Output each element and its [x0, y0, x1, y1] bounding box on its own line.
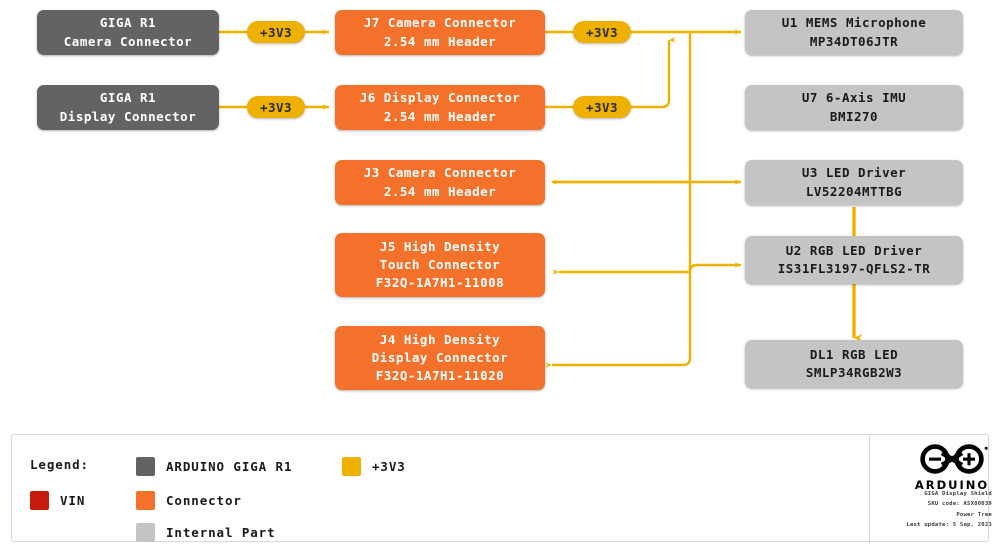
- node-giga-r1-display-connector[interactable]: GIGA R1 Display Connector: [37, 85, 219, 130]
- node-line-2: BMI270: [829, 108, 879, 124]
- rail-pill-3v3-j7-out: +3V3: [573, 21, 631, 43]
- node-j7-camera-connector[interactable]: J7 Camera Connector 2.54 mm Header: [335, 10, 545, 55]
- node-u1-mems-microphone[interactable]: U1 MEMS Microphone MP34DT06JTR: [745, 10, 963, 55]
- node-j6-display-connector[interactable]: J6 Display Connector 2.54 mm Header: [335, 85, 545, 130]
- arduino-logo: ARDUINO: [914, 443, 990, 492]
- node-line-2: Display Connector: [59, 108, 197, 124]
- rail-pill-label: +3V3: [259, 24, 293, 40]
- arduino-infinity-icon: [920, 444, 988, 474]
- node-line-1: GIGA R1: [99, 15, 157, 31]
- legend-label: +3V3: [372, 459, 406, 474]
- meta-document-type: Power Tree: [956, 511, 992, 518]
- meta-sku-code: SKU code: ASX00039: [927, 501, 992, 508]
- node-line-2: LV52204MTTBG: [805, 183, 903, 199]
- node-u7-6-axis-imu[interactable]: U7 6-Axis IMU BMI270: [745, 85, 963, 130]
- node-line-2: Display Connector: [371, 349, 509, 365]
- node-line-2: 2.54 mm Header: [383, 33, 497, 49]
- node-line-2: Camera Connector: [63, 33, 193, 49]
- legend-title: Legend:: [30, 457, 89, 472]
- node-line-2: Touch Connector: [379, 256, 501, 272]
- rail-pill-label: +3V3: [259, 99, 293, 115]
- node-line-1: U3 LED Driver: [801, 165, 907, 181]
- node-line-3: F32Q-1A7H1-11020: [375, 368, 505, 384]
- node-line-1: DL1 RGB LED: [809, 346, 899, 362]
- node-dl1-rgb-led[interactable]: DL1 RGB LED SMLP34RGB2W3: [745, 340, 963, 388]
- node-line-1: GIGA R1: [99, 90, 157, 106]
- node-line-3: F32Q-1A7H1-11008: [375, 275, 505, 291]
- node-u2-rgb-led-driver[interactable]: U2 RGB LED Driver IS31FL3197-QFLS2-TR: [745, 236, 963, 284]
- meta-product-name: GIGA Display Shield: [924, 491, 992, 497]
- wire-bus-vertical-to-j4: [545, 36, 692, 368]
- node-line-2: SMLP34RGB2W3: [805, 365, 903, 380]
- node-line-1: U7 6-Axis IMU: [801, 90, 907, 106]
- legend-swatch-internal: [136, 523, 155, 542]
- legend-item-3v3: +3V3: [342, 457, 406, 476]
- legend-divider: [869, 435, 870, 543]
- brand-metadata: GIGA Display Shield SKU code: ASX00039 P…: [880, 489, 992, 530]
- legend-item-connector: Connector: [136, 491, 242, 510]
- node-j5-high-density-touch-connector[interactable]: J5 High Density Touch Connector F32Q-1A7…: [335, 233, 545, 297]
- node-line-1: J7 Camera Connector: [363, 15, 517, 31]
- legend-label: Internal Part: [166, 525, 276, 540]
- legend-swatch-connector: [136, 491, 155, 510]
- rail-pill-3v3-display: +3V3: [247, 96, 305, 118]
- node-line-2: MP34DT06JTR: [809, 33, 899, 49]
- legend-swatch-3v3: [342, 457, 361, 476]
- legend-item-arduino-giga-r1: ARDUINO GIGA R1: [136, 457, 292, 476]
- node-j4-high-density-display-connector[interactable]: J4 High Density Display Connector F32Q-1…: [335, 326, 545, 390]
- legend-item-vin: VIN: [30, 491, 85, 510]
- node-line-1: J3 Camera Connector: [363, 165, 517, 181]
- node-line-2: 2.54 mm Header: [383, 108, 497, 124]
- brand-block: ARDUINO GIGA Display Shield SKU code: AS…: [880, 435, 1000, 543]
- wire-pill-riser-to-3v3-bus: [631, 37, 676, 109]
- legend-label: ARDUINO GIGA R1: [166, 459, 293, 474]
- node-j3-camera-connector[interactable]: J3 Camera Connector 2.54 mm Header: [335, 160, 545, 205]
- rail-pill-label: +3V3: [585, 24, 619, 40]
- node-giga-r1-camera-connector[interactable]: GIGA R1 Camera Connector: [37, 10, 219, 55]
- node-u3-led-driver[interactable]: U3 LED Driver LV52204MTTBG: [745, 160, 963, 205]
- node-line-2: 2.54 mm Header: [383, 183, 497, 199]
- rail-pill-label: +3V3: [585, 99, 619, 115]
- node-line-1: J6 Display Connector: [359, 90, 521, 106]
- legend-label: Connector: [166, 493, 242, 508]
- legend-swatch-vin: [30, 491, 49, 510]
- legend-label: VIN: [60, 493, 86, 508]
- node-line-1: J5 High Density: [379, 238, 501, 254]
- arduino-wordmark: ARDUINO: [914, 478, 990, 492]
- node-line-1: U1 MEMS Microphone: [781, 15, 927, 31]
- legend-item-internal-part: Internal Part: [136, 523, 276, 542]
- rail-pill-3v3-camera: +3V3: [247, 21, 305, 43]
- rail-pill-3v3-j6-out: +3V3: [573, 96, 631, 118]
- wire-bus-to-u2: [688, 262, 741, 273]
- legend-swatch-giga: [136, 457, 155, 476]
- node-line-1: J4 High Density: [379, 331, 501, 347]
- meta-last-update: Last update: 5 Sep, 2023: [906, 522, 992, 529]
- node-line-2: IS31FL3197-QFLS2-TR: [777, 261, 931, 276]
- legend-panel: Legend: ARDUINO GIGA R1 +3V3 VIN Connect…: [11, 434, 992, 543]
- node-line-1: U2 RGB LED Driver: [785, 242, 923, 258]
